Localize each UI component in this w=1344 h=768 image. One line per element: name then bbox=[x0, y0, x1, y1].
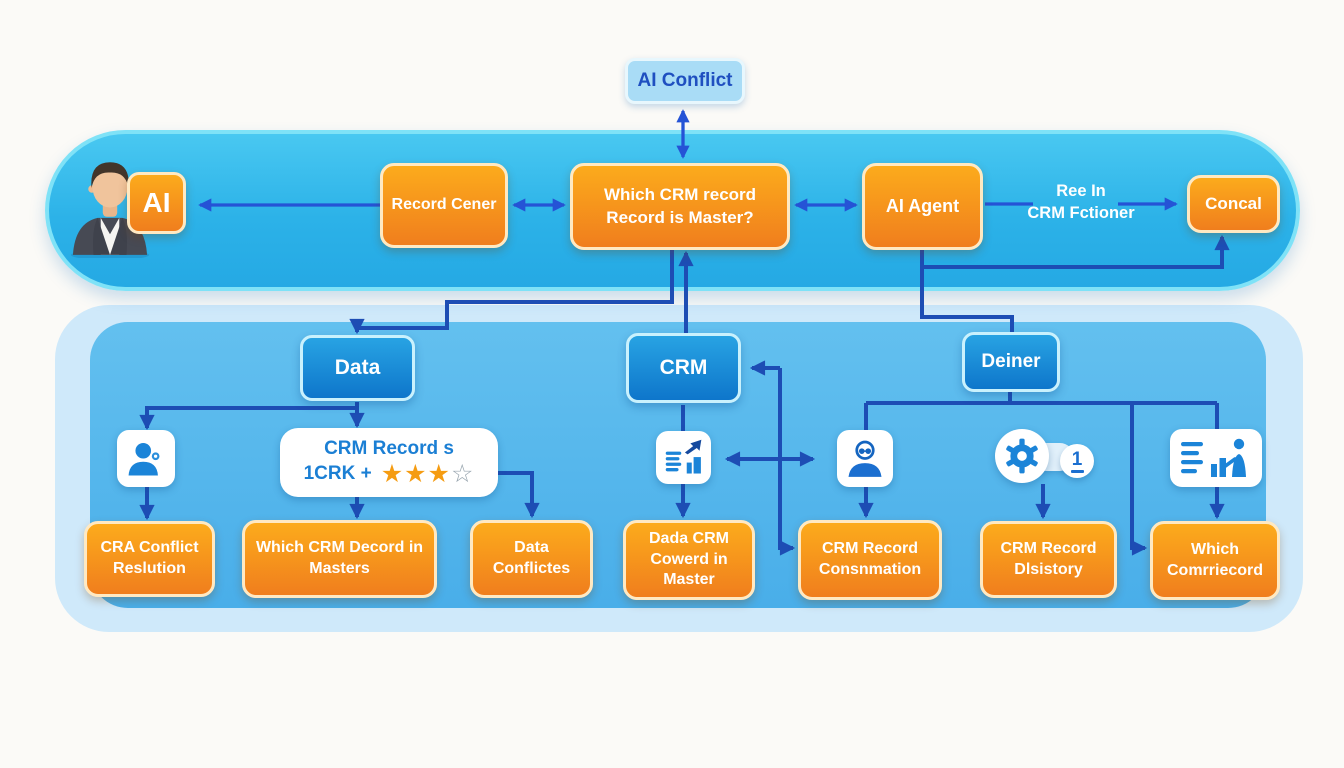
node-master-question: Which CRM record Record is Master? bbox=[570, 163, 790, 250]
process-gear-tile bbox=[995, 429, 1049, 483]
presentation-stats-tile bbox=[1170, 429, 1262, 487]
node-ai-agent: AI Agent bbox=[862, 163, 983, 250]
gear-step-badge: 1 bbox=[1060, 444, 1094, 478]
node-data-conflictes: Data Conflictes bbox=[470, 520, 593, 598]
master-question-line2: Record is Master? bbox=[606, 207, 754, 227]
presentation-stats-icon bbox=[1181, 438, 1246, 477]
support-user-tile bbox=[837, 430, 893, 487]
user-profile-tile bbox=[117, 430, 175, 487]
master-question-line1: Which CRM record bbox=[603, 185, 757, 205]
rating-stars: ★★★☆ bbox=[380, 459, 475, 488]
node-cra-conflict-reslution: CRA Conflict Reslution bbox=[84, 521, 215, 597]
node-crm-record-dlsistory: CRM Record Dlsistory bbox=[980, 521, 1117, 598]
node-dada-crm-cowerd: Dada CRM Cowerd in Master bbox=[623, 520, 755, 600]
node-deiner: Deiner bbox=[962, 332, 1060, 392]
flow-label-line1: Ree In bbox=[1056, 182, 1106, 200]
node-ai-chip: AI bbox=[127, 172, 186, 234]
node-crm: CRM bbox=[626, 333, 741, 403]
rating-card-subtitle: 1CRK + bbox=[303, 463, 372, 485]
crm-rating-card: CRM Record s 1CRK + ★★★☆ bbox=[280, 428, 498, 497]
node-record-cener: Record Cener bbox=[380, 163, 508, 248]
node-which-crm-decord: Which CRM Decord in Masters bbox=[242, 520, 437, 598]
gear-badge-base bbox=[1070, 469, 1084, 473]
flow-label: Ree In CRM Fctioner bbox=[1018, 180, 1144, 225]
report-growth-tile bbox=[656, 431, 711, 484]
tree-connectors bbox=[139, 234, 1230, 556]
empty-star: ☆ bbox=[450, 459, 475, 488]
ai-conflict-label: AI Conflict bbox=[625, 58, 745, 104]
node-crm-record-consnmation: CRM Record Consnmation bbox=[798, 520, 942, 600]
user-profile-icon bbox=[128, 442, 161, 475]
gear-badge-number: 1 bbox=[1071, 448, 1083, 470]
support-user-icon bbox=[848, 440, 882, 477]
node-concal: Concal bbox=[1187, 175, 1280, 233]
process-gear-icon bbox=[1006, 438, 1038, 474]
node-which-comrriecord: Which Comrriecord bbox=[1150, 521, 1280, 600]
node-data: Data bbox=[300, 335, 415, 401]
filled-stars: ★★★ bbox=[380, 459, 451, 488]
rating-card-title: CRM Record s bbox=[324, 438, 454, 460]
report-growth-icon bbox=[665, 439, 701, 474]
band-arrows bbox=[198, 109, 1178, 212]
flow-label-line2: CRM Fctioner bbox=[1027, 204, 1135, 223]
